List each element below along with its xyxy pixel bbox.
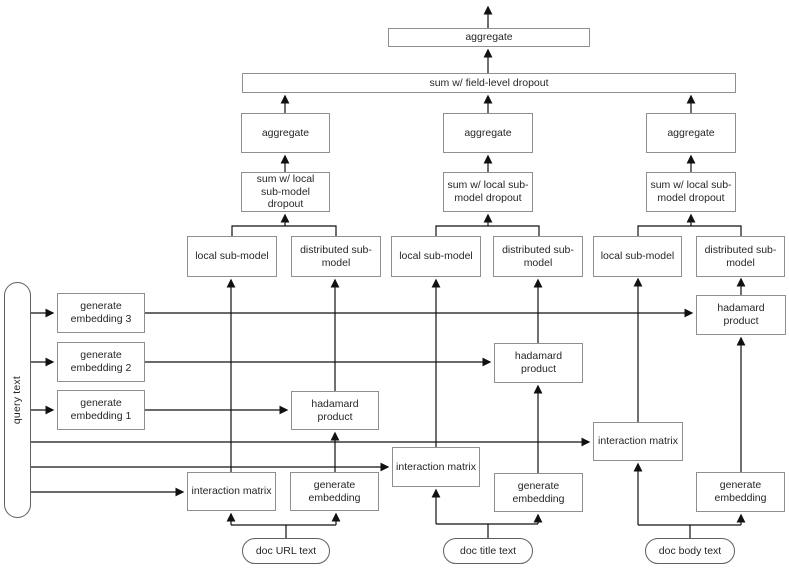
node-hadamard-title: hadamard product (494, 343, 583, 383)
node-generate-embedding-3: generate embedding 3 (57, 293, 145, 333)
node-aggregate-body: aggregate (646, 113, 736, 153)
node-doc-url-text: doc URL text (242, 538, 330, 564)
node-generate-embedding-2: generate embedding 2 (57, 342, 145, 382)
node-field-level-dropout: sum w/ field-level dropout (242, 73, 736, 93)
node-hadamard-body: hadamard product (696, 295, 786, 335)
node-interaction-matrix-body: interaction matrix (593, 422, 683, 461)
node-generate-embedding-url: generate embedding (290, 472, 379, 511)
node-distributed-submodel-title: distributed sub-model (493, 236, 583, 277)
node-sum-local-dropout-body: sum w/ local sub-model dropout (646, 172, 736, 212)
node-distributed-submodel-url: distributed sub-model (291, 236, 381, 277)
node-doc-title-text: doc title text (443, 538, 533, 564)
node-local-submodel-url: local sub-model (187, 236, 277, 277)
node-generate-embedding-body: generate embedding (696, 472, 785, 512)
node-query-text: query text (4, 282, 31, 518)
node-local-submodel-body: local sub-model (593, 236, 682, 277)
node-sum-local-dropout-url: sum w/ local sub-model dropout (241, 172, 330, 212)
query-text-label: query text (11, 375, 24, 425)
node-aggregate-url: aggregate (241, 113, 330, 153)
node-local-submodel-title: local sub-model (391, 236, 481, 277)
node-doc-body-text: doc body text (645, 538, 735, 564)
node-generate-embedding-title: generate embedding (494, 473, 583, 512)
node-aggregate-title: aggregate (443, 113, 533, 153)
node-sum-local-dropout-title: sum w/ local sub-model dropout (443, 172, 533, 212)
node-hadamard-url: hadamard product (291, 391, 379, 430)
node-aggregate-top: aggregate (388, 28, 590, 47)
node-interaction-matrix-url: interaction matrix (187, 472, 276, 511)
node-generate-embedding-1: generate embedding 1 (57, 390, 145, 430)
node-distributed-submodel-body: distributed sub-model (696, 236, 785, 277)
node-interaction-matrix-title: interaction matrix (392, 447, 480, 487)
